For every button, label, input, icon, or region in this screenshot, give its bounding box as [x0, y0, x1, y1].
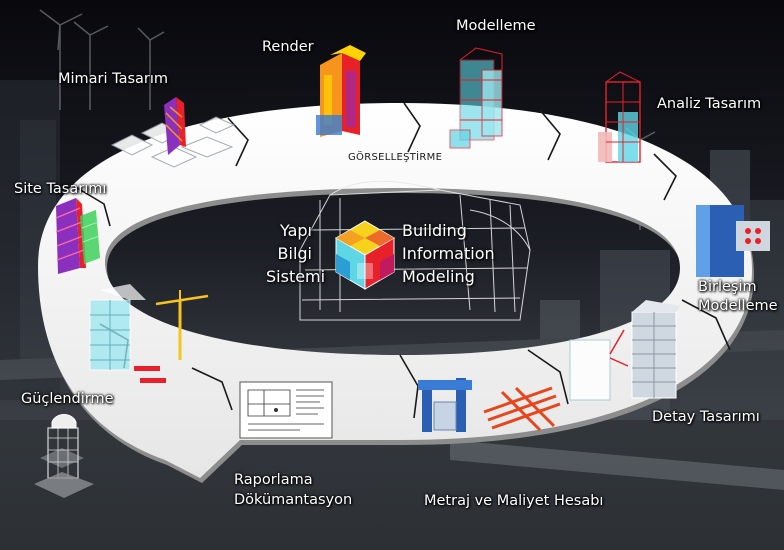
wireframe-building-icon: [449, 47, 503, 149]
stage-label-raporlama: Raporlama Dökümantasyon: [234, 470, 352, 510]
floor-plan-document-icon: [239, 381, 333, 439]
stage-label-modelleme: Modelleme: [456, 18, 536, 34]
tower-crane-icon: [89, 284, 209, 383]
stage-label-birlesim: Birleşim Modelleme: [698, 278, 778, 316]
center-left-line-1: Yapı: [280, 221, 312, 240]
retrofit-building-icon: [34, 414, 94, 498]
stage-label-detay: Detay Tasarımı: [652, 409, 760, 425]
stage-label-mimari: Mimari Tasarım: [58, 71, 169, 87]
analysis-model-icon: [598, 71, 641, 163]
detail-drawing-icon: [569, 300, 680, 401]
stage-label-birlesim-line-1: Birleşim: [698, 279, 757, 295]
center-right-line-2: Information: [402, 244, 495, 263]
stage-label-raporlama-line-2: Dökümantasyon: [234, 492, 353, 508]
stage-label-site: Site Tasarımı: [14, 181, 107, 197]
stage-label-render: Render: [262, 39, 314, 55]
stage-label-raporlama-line-1: Raporlama: [234, 472, 313, 488]
center-right-line-1: Building: [402, 221, 467, 240]
center-left-line-3: Sistemi: [266, 267, 326, 286]
stage-label-metraj: Metraj ve Maliyet Hesabı: [424, 493, 604, 509]
bim-cube-icon: [335, 220, 395, 290]
ring-label: GÖRSELLEŞTİRME: [348, 150, 442, 163]
site-tower-icon: [55, 198, 100, 274]
center-left-line-2: Bilgi: [277, 244, 312, 263]
center-text-left: Yapı Bilgi Sistemi: [266, 219, 326, 288]
steel-connection-icon: [696, 205, 770, 277]
architectural-massing-icon: [110, 97, 236, 168]
stage-label-analiz: Analiz Tasarım: [657, 96, 762, 112]
center-right-line-3: Modeling: [402, 267, 475, 286]
stage-label-guclendirme: Güçlendirme: [21, 391, 114, 407]
quantity-takeoff-icon: [418, 378, 561, 432]
center-text-right: Building Information Modeling: [402, 219, 495, 288]
stage-label-birlesim-line-2: Modelleme: [698, 298, 778, 314]
rendered-building-icon: [316, 45, 366, 137]
